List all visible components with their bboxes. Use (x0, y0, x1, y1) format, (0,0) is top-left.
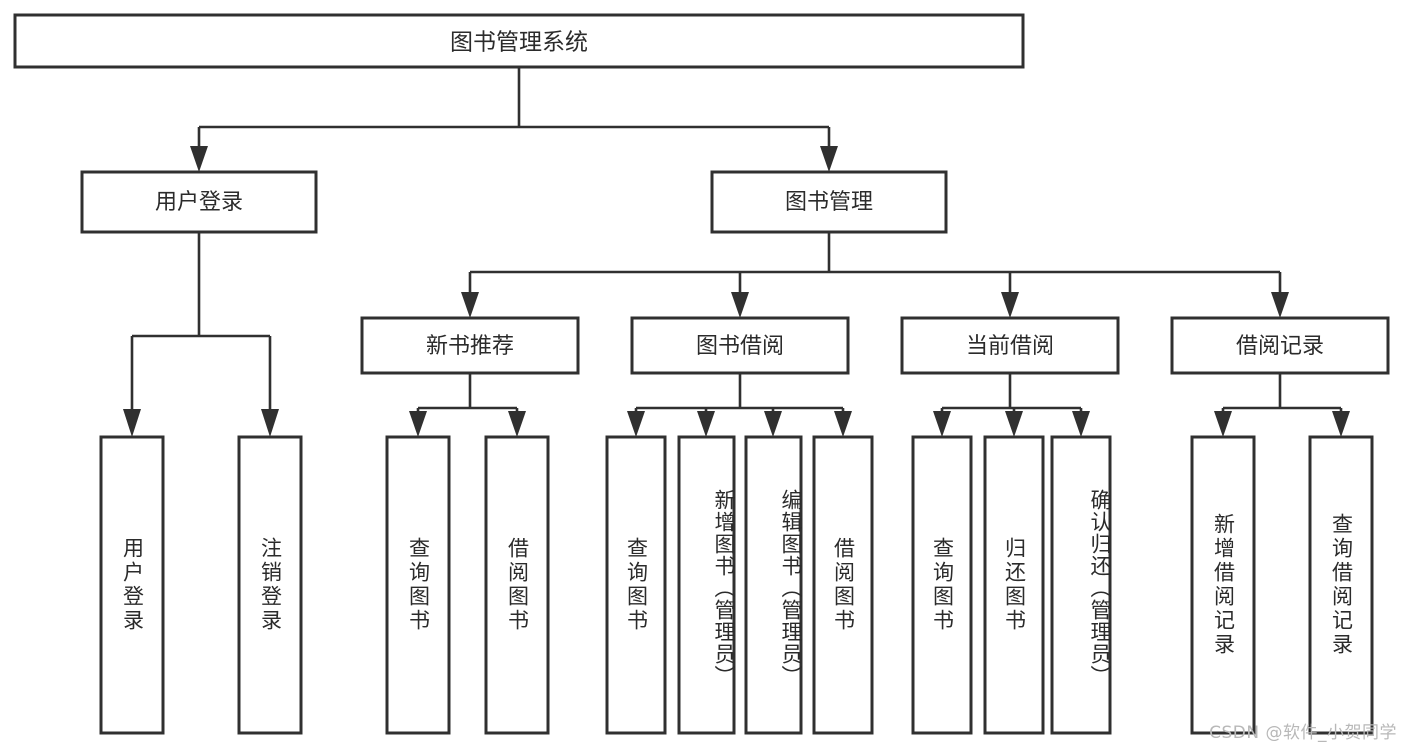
node-new-book-recommend-box[interactable] (360, 316, 580, 375)
node-root-box[interactable] (13, 13, 1025, 69)
node-book-borrow[interactable]: 图书借阅 (630, 316, 850, 375)
leaf-confirm-return-box[interactable] (1050, 435, 1112, 735)
connector-group-current-borrow (933, 373, 1090, 437)
node-borrow-record-label: 借阅记录 (1236, 334, 1324, 359)
node-current-borrow[interactable]: 当前借阅 (900, 316, 1120, 375)
node-book-borrow-label: 图书借阅 (696, 334, 784, 359)
arrowhead-leaf-edit-book (764, 411, 782, 437)
leaf-edit-book-box[interactable] (744, 435, 803, 735)
leaf-logout-box[interactable] (237, 435, 303, 735)
node-borrow-record[interactable]: 借阅记录 (1170, 316, 1390, 375)
node-new-book-recommend[interactable]: 新书推荐 (360, 316, 580, 375)
node-new-book-recommend-label: 新书推荐 (426, 334, 514, 359)
arrowhead-leaf-add-borrow-record (1214, 411, 1232, 437)
connector-group-user-login (123, 232, 279, 437)
leaf-add-book-box[interactable] (677, 435, 736, 735)
arrowhead-new-book-recommend (461, 292, 479, 318)
arrowhead-leaf-borrow-book (834, 411, 852, 437)
arrowhead-leaf-query-book-borrow (627, 411, 645, 437)
connector-group-root (190, 67, 838, 172)
node-user-login-label: 用户登录 (155, 190, 243, 215)
leaf-return-book-box[interactable] (983, 435, 1045, 735)
leaf-boxes (99, 435, 1374, 735)
arrowhead-leaf-query-book-recommend (409, 411, 427, 437)
node-book-manage[interactable]: 图书管理 (710, 170, 948, 234)
arrowhead-leaf-query-book-current (933, 411, 951, 437)
leaf-query-borrow-record-box[interactable] (1308, 435, 1374, 735)
leaf-query-book-borrow-box[interactable] (605, 435, 667, 735)
arrowhead-book-borrow (731, 292, 749, 318)
connector-group-book-borrow (627, 373, 852, 437)
node-root-label: 图书管理系统 (450, 30, 588, 56)
node-current-borrow-box[interactable] (900, 316, 1120, 375)
arrowhead-leaf-user-login (123, 409, 141, 437)
arrowhead-leaf-query-borrow-record (1332, 411, 1350, 437)
connector-group-borrow-record (1214, 373, 1350, 437)
arrowhead-leaf-logout (261, 409, 279, 437)
node-current-borrow-label: 当前借阅 (966, 334, 1054, 359)
node-user-login[interactable]: 用户登录 (80, 170, 318, 234)
arrowhead-leaf-add-book (697, 411, 715, 437)
arrowhead-current-borrow (1001, 292, 1019, 318)
arrowhead-user-login (190, 146, 208, 172)
leaf-query-book-recommend-box[interactable] (385, 435, 451, 735)
leaf-user-login-box[interactable] (99, 435, 165, 735)
node-user-login-box[interactable] (80, 170, 318, 234)
leaf-query-book-current-box[interactable] (911, 435, 973, 735)
node-book-borrow-box[interactable] (630, 316, 850, 375)
arrowhead-leaf-borrow-book-recommend (508, 411, 526, 437)
node-root[interactable]: 图书管理系统 (13, 13, 1025, 69)
arrowhead-borrow-record (1271, 292, 1289, 318)
connector-group-book-manage (461, 232, 1289, 318)
arrowhead-leaf-return-book (1005, 411, 1023, 437)
csdn-watermark: CSDN @软件_小贺同学 (1209, 723, 1397, 743)
node-borrow-record-box[interactable] (1170, 316, 1390, 375)
leaf-borrow-book-box[interactable] (812, 435, 874, 735)
node-book-manage-label: 图书管理 (785, 190, 873, 215)
node-book-manage-box[interactable] (710, 170, 948, 234)
arrowhead-leaf-confirm-return (1072, 411, 1090, 437)
arrowhead-book-manage (820, 146, 838, 172)
connector-group-new-book-recommend (409, 373, 526, 437)
leaf-borrow-book-recommend-box[interactable] (484, 435, 550, 735)
leaf-add-borrow-record-box[interactable] (1190, 435, 1256, 735)
